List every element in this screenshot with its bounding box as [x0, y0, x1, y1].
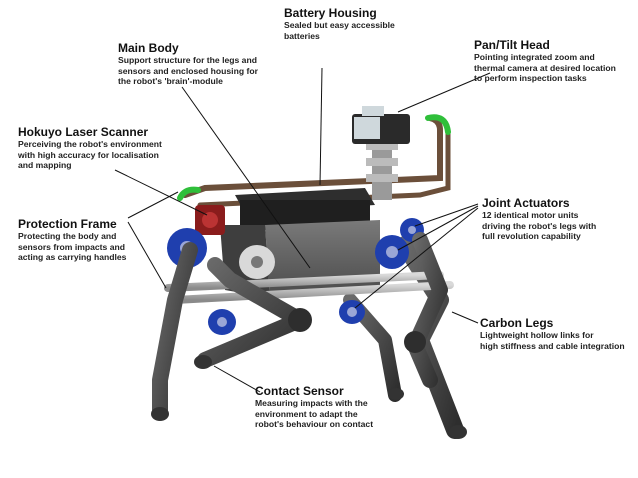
main-body-desc: Support structure for the legs and senso…: [118, 55, 258, 87]
pan-tilt-head-desc: Pointing integrated zoom and thermal cam…: [474, 52, 616, 84]
joint-actuators-title: Joint Actuators: [482, 196, 570, 210]
battery-housing-title: Battery Housing: [284, 6, 377, 20]
protection-frame-bottom: [164, 271, 454, 304]
laser-scanner-shape: [195, 205, 225, 235]
protection-frame-title: Protection Frame: [18, 217, 117, 231]
joint-actuators-desc: 12 identical motor units driving the rob…: [482, 210, 597, 242]
callout-main-body: Main Body Support structure for the legs…: [118, 41, 278, 87]
callout-carbon-legs: Carbon Legs Lightweight hollow links for…: [480, 316, 636, 351]
laser-scanner-desc: Perceiving the robot's environment with …: [18, 139, 162, 171]
contact-sensor-desc: Measuring impacts with the environment t…: [255, 398, 374, 430]
pan-tilt-head-title: Pan/Tilt Head: [474, 38, 550, 52]
callout-protection-frame: Protection Frame Protecting the body and…: [18, 217, 148, 263]
carbon-legs-title: Carbon Legs: [480, 316, 554, 330]
laser-scanner-title: Hokuyo Laser Scanner: [18, 125, 149, 139]
rear-leg-front: [404, 232, 448, 388]
battery-housing-desc: Sealed but easy accessible batteries: [284, 20, 395, 41]
contact-sensor-title: Contact Sensor: [255, 384, 344, 398]
callout-battery-housing: Battery Housing Sealed but easy accessib…: [284, 6, 414, 41]
callout-hokuyo-laser-scanner: Hokuyo Laser Scanner Perceiving the robo…: [18, 125, 188, 171]
protection-frame-desc: Protecting the body and sensors from imp…: [18, 231, 127, 263]
joint-actuators-shape: [167, 218, 424, 335]
callout-pan-tilt-head: Pan/Tilt Head Pointing integrated zoom a…: [474, 38, 634, 84]
front-right-leg: [194, 257, 312, 369]
pan-tilt-head-shape: [352, 106, 410, 200]
callout-joint-actuators: Joint Actuators 12 identical motor units…: [482, 196, 632, 242]
callout-contact-sensor: Contact Sensor Measuring impacts with th…: [255, 384, 405, 430]
main-body-title: Main Body: [118, 41, 179, 55]
front-left-leg: [151, 242, 198, 421]
leader-lines: [114, 67, 491, 393]
carbon-legs-desc: Lightweight hollow links for high stiffn…: [480, 330, 625, 351]
